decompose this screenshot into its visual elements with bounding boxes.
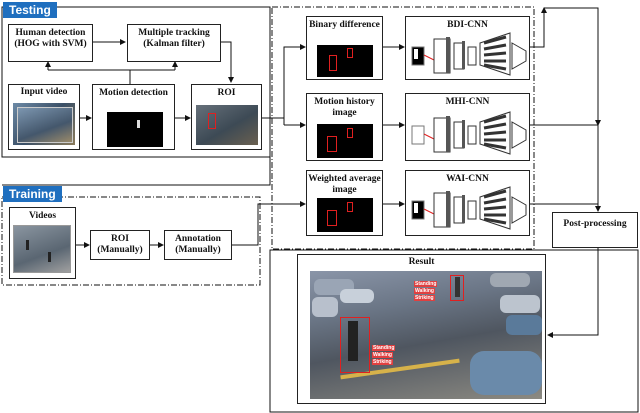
wai-cnn-label: WAI-CNN (446, 174, 489, 184)
bdi-cnn-diagram (411, 32, 527, 76)
binary-difference-label: Binary difference (309, 20, 380, 30)
human-detection-box: Human detection (HOG with SVM) (8, 24, 93, 62)
videos-label: Videos (28, 211, 57, 221)
result-label-1c: Striking (372, 359, 393, 365)
videos-box: Videos (9, 207, 76, 279)
roi-thumbnail (196, 105, 258, 145)
weighted-average-thumbnail (317, 198, 373, 232)
annotation-box: Annotation (Manually) (164, 230, 232, 260)
roi-box: ROI (191, 84, 262, 150)
testing-frame (1, 6, 271, 158)
result-image: Standing Walking Striking Standing Walki… (310, 271, 542, 399)
result-label-2a: Standing (414, 281, 438, 287)
mhi-cnn-box: MHI-CNN (405, 93, 530, 161)
result-label-1a: Standing (372, 345, 396, 351)
motion-history-label: Motion history image (314, 97, 375, 118)
videos-thumbnail (13, 225, 71, 273)
result-label-2b: Walking (414, 288, 435, 294)
testing-tag: Testing (3, 2, 57, 18)
result-outer-frame (269, 249, 639, 413)
roi-label: ROI (217, 88, 236, 98)
weighted-average-label: Weighted average image (308, 174, 381, 195)
training-frame (1, 196, 261, 286)
motion-detection-box: Motion detection (92, 84, 175, 150)
result-box: Result Standing Walking Striking Standin… (297, 254, 546, 404)
mhi-cnn-label: MHI-CNN (445, 97, 490, 107)
roi-highlight (208, 113, 216, 129)
weighted-average-box: Weighted average image (306, 170, 383, 236)
binary-difference-thumbnail (317, 45, 373, 77)
input-video-label: Input video (20, 87, 68, 97)
bdi-cnn-label: BDI-CNN (447, 20, 488, 30)
feature-frame (271, 6, 535, 250)
result-title: Result (408, 257, 435, 267)
motion-history-thumbnail (317, 124, 373, 158)
result-label-2c: Striking (414, 295, 435, 301)
training-roi-box: ROI (Manually) (90, 230, 150, 260)
wai-cnn-box: WAI-CNN (405, 170, 530, 236)
input-video-box: Input video (8, 84, 80, 150)
post-processing-box: Post-processing (552, 212, 638, 248)
training-tag: Training (3, 186, 62, 202)
result-label-1b: Walking (372, 352, 393, 358)
result-person-2-box (450, 275, 464, 301)
motion-detection-thumbnail (107, 112, 163, 147)
motion-detection-label: Motion detection (99, 88, 168, 98)
multiple-tracking-box: Multiple tracking (Kalman filter) (127, 24, 221, 62)
motion-history-box: Motion history image (306, 93, 383, 161)
bdi-cnn-box: BDI-CNN (405, 16, 530, 80)
result-person-1-box (340, 317, 370, 373)
wai-cnn-diagram (411, 186, 527, 230)
binary-difference-box: Binary difference (306, 16, 383, 80)
mhi-cnn-diagram (411, 111, 527, 155)
testing-frame-extension (2, 157, 271, 186)
